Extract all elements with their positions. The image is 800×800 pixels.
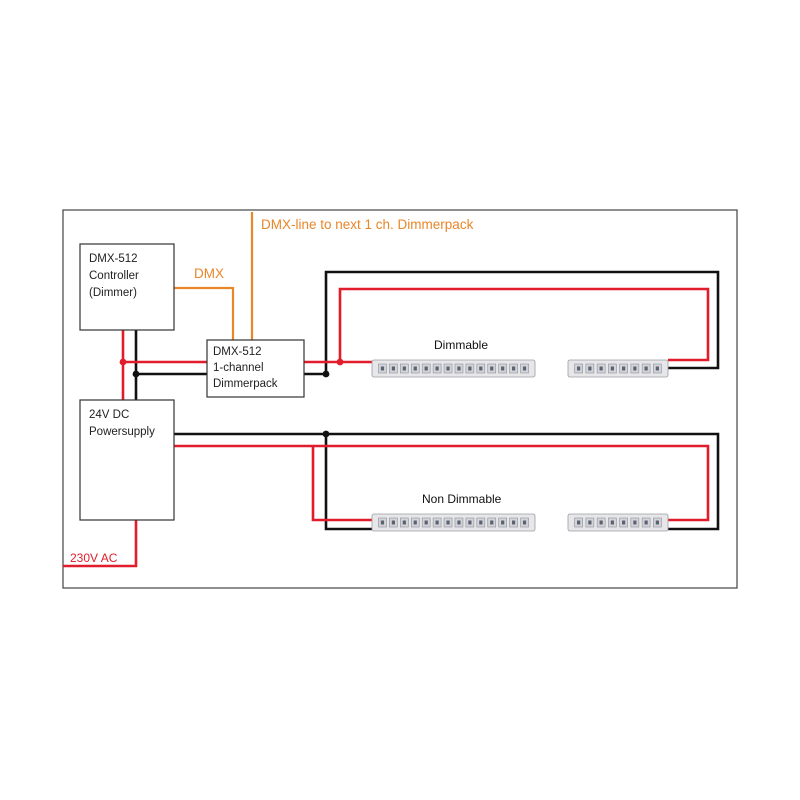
led-chip-core xyxy=(610,366,614,371)
led-chip-core xyxy=(413,520,417,525)
led-chip-core xyxy=(446,366,450,371)
led-chip-core xyxy=(588,366,592,371)
led-chip-core xyxy=(577,520,581,525)
dimmerpack-box: DMX-512 1-channel Dimmerpack xyxy=(206,339,305,398)
powersupply-label-line2: Powersupply xyxy=(89,426,155,438)
positive-wire-dimmable-loop xyxy=(338,287,710,362)
junction-dot xyxy=(132,370,140,378)
led-chip-core xyxy=(577,366,581,371)
ground-wire-dimmable-loop xyxy=(304,270,720,376)
led-strip-dimmable-short xyxy=(567,359,669,378)
controller-box: DMX-512 Controller (Dimmer) xyxy=(79,243,175,331)
led-chip-core xyxy=(644,366,648,371)
led-chip-core xyxy=(633,366,637,371)
dimmerpack-label-line3: Dimmerpack xyxy=(213,378,278,390)
led-chip-core xyxy=(435,366,439,371)
ground-wire-psu-main xyxy=(174,432,720,531)
led-chip-core xyxy=(490,520,494,525)
junctions xyxy=(119,358,344,438)
led-chip-core xyxy=(479,366,483,371)
dmx-label: DMX xyxy=(194,266,224,281)
dmx-lines xyxy=(174,212,254,340)
non-dimmable-label: Non Dimmable xyxy=(422,492,502,506)
led-chip-core xyxy=(599,520,603,525)
positive-wire-nondim-drop xyxy=(311,446,372,522)
dmx-next-label: DMX-line to next 1 ch. Dimmerpack xyxy=(261,217,474,232)
led-chip-core xyxy=(633,520,637,525)
diagram-frame xyxy=(62,209,738,589)
led-chip-core xyxy=(468,366,472,371)
led-chip-core xyxy=(622,366,626,371)
led-chip-core xyxy=(479,520,483,525)
ground-wire-nondim-drop xyxy=(324,434,372,531)
led-strip-dimmable-long xyxy=(371,359,536,378)
strip-body xyxy=(567,359,669,378)
led-chip-core xyxy=(522,520,527,525)
dimmable-label: Dimmable xyxy=(434,338,488,352)
led-chip-core xyxy=(644,520,648,525)
positive-wire-psu xyxy=(174,444,710,522)
strip-body xyxy=(567,513,669,532)
led-chip-core xyxy=(501,520,505,525)
dmx-line-controller-to-pack xyxy=(174,286,235,340)
led-chip-core xyxy=(655,520,659,525)
mains-wire xyxy=(63,520,138,568)
led-chip-core xyxy=(522,366,527,371)
junction-dot xyxy=(119,358,127,366)
led-chip-core xyxy=(424,520,428,525)
led-chip-core xyxy=(457,366,461,371)
led-strip-nondim-long xyxy=(371,513,536,532)
led-chip-core xyxy=(512,520,516,525)
dimmerpack-label-line1: DMX-512 xyxy=(213,346,262,358)
led-chip-core xyxy=(391,366,395,371)
controller-label-line1: DMX-512 xyxy=(89,253,138,265)
led-chip-core xyxy=(435,520,439,525)
mains-label: 230V AC xyxy=(70,551,118,565)
positive-wires xyxy=(63,287,710,568)
led-strip-nondim-short xyxy=(567,513,669,532)
powersupply-box: 24V DC Powersupply xyxy=(79,399,175,521)
dimmerpack-label-line2: 1-channel xyxy=(213,362,264,374)
led-chip-core xyxy=(446,520,450,525)
led-chip-core xyxy=(380,520,385,525)
junction-dot xyxy=(322,430,330,438)
ground-wires xyxy=(134,270,720,531)
led-chip-core xyxy=(468,520,472,525)
controller-label-line2: Controller xyxy=(89,270,139,282)
led-chip-core xyxy=(501,366,505,371)
led-chip-core xyxy=(424,366,428,371)
led-chip-core xyxy=(655,366,659,371)
junction-dot xyxy=(322,370,330,378)
led-chip-core xyxy=(380,366,385,371)
junction-dot xyxy=(336,358,344,366)
led-chip-core xyxy=(490,366,494,371)
powersupply-label-line1: 24V DC xyxy=(89,409,129,421)
led-chip-core xyxy=(610,520,614,525)
led-chip-core xyxy=(512,366,516,371)
led-chip-core xyxy=(402,366,406,371)
led-chip-core xyxy=(402,520,406,525)
led-chip-core xyxy=(457,520,461,525)
led-chip-core xyxy=(588,520,592,525)
led-chip-core xyxy=(599,366,603,371)
led-chip-core xyxy=(413,366,417,371)
led-chip-core xyxy=(622,520,626,525)
controller-label-line3: (Dimmer) xyxy=(89,287,137,299)
led-chip-core xyxy=(391,520,395,525)
